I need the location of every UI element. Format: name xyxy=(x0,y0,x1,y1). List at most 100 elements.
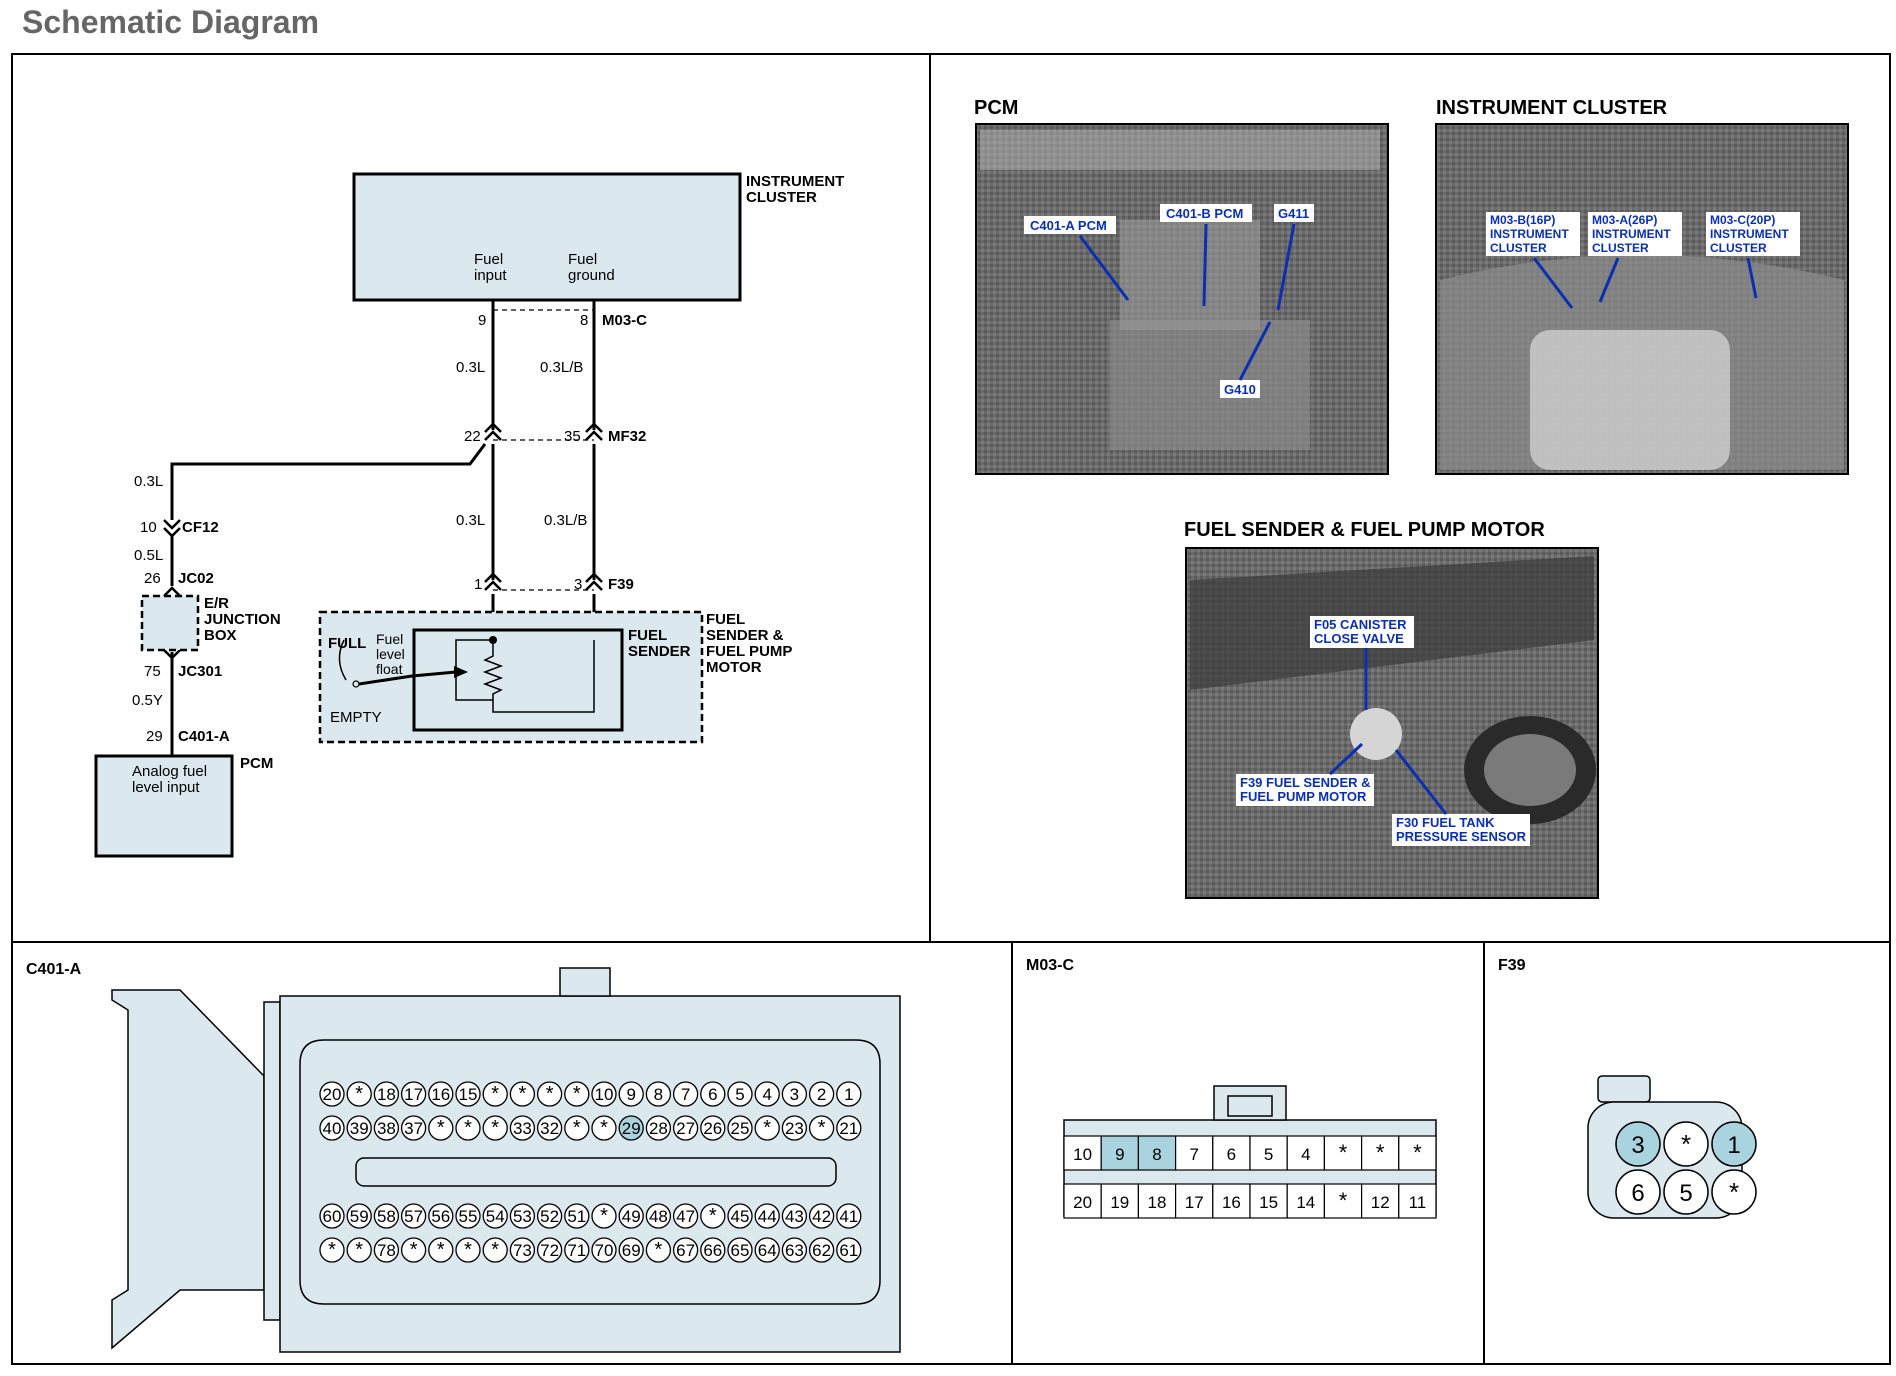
c401a-pin-label: 73 xyxy=(513,1241,532,1260)
c401a-pin-3-10 xyxy=(591,1237,617,1263)
wire-left-3: 0.5Y xyxy=(132,692,163,709)
m03c-pin-8: 8 xyxy=(580,312,588,329)
c401a-pin-label: 20 xyxy=(323,1085,342,1104)
m03c-pin-0-2 xyxy=(1137,1135,1177,1171)
c401a-pin-3-0 xyxy=(319,1237,345,1263)
schematic: INSTRUMENT CLUSTER Fuel input Fuel groun… xyxy=(94,172,844,858)
m03c-pin-0-8 xyxy=(1360,1135,1400,1171)
c401a-pin-label: 29 xyxy=(622,1119,641,1138)
c401a-pin-1-9 xyxy=(564,1115,590,1141)
m03c-pin-label: 17 xyxy=(1185,1193,1204,1212)
c401a-pin-label: 18 xyxy=(377,1085,396,1104)
c401a-pin-2-0 xyxy=(319,1203,345,1229)
photo-cluster-tag-2: M03-A(26P) xyxy=(1592,213,1657,227)
photo-sender-tag-3b: PRESSURE SENSOR xyxy=(1396,829,1527,844)
c401a-pin-label: 2 xyxy=(817,1085,826,1104)
c401a-pin-2-17 xyxy=(781,1203,808,1229)
m03c-pin-1-7 xyxy=(1323,1183,1363,1219)
photo-cluster-tag-2b: INSTRUMENT xyxy=(1592,227,1671,241)
f39-connector-label: F39 xyxy=(608,576,634,593)
photo-sender-tag-1b: CLOSE VALVE xyxy=(1314,631,1404,646)
c401a-pin-label: 65 xyxy=(731,1241,750,1260)
c401a-pin-1-3 xyxy=(400,1115,427,1141)
c401a-pin-1-7 xyxy=(509,1115,536,1141)
m03c-pin-0-1 xyxy=(1100,1135,1139,1171)
photo-pcm-tag-4: G410 xyxy=(1224,382,1256,397)
c401a-pin-1-10 xyxy=(591,1115,617,1141)
c401a-pin-3-18 xyxy=(808,1237,835,1263)
c401a-pin-2-14 xyxy=(700,1203,726,1229)
f39-pin-0-0 xyxy=(1615,1121,1661,1167)
c401a-pin-1-4 xyxy=(428,1115,454,1141)
c401a-pin-1-18 xyxy=(808,1115,835,1141)
f39-pin-label: 1 xyxy=(1727,1132,1740,1159)
c401a-pin-label: 41 xyxy=(839,1207,858,1226)
c401a-pin-1-19 xyxy=(836,1115,862,1141)
instrument-cluster-title-2: CLUSTER xyxy=(746,189,817,206)
m03c-pin-label: 15 xyxy=(1259,1193,1278,1212)
c401a-pin-label: * xyxy=(573,1083,581,1105)
m03c-pin-label: 9 xyxy=(1115,1145,1124,1164)
float-label-2: level xyxy=(376,646,405,662)
photo-sender-tag-2: F39 FUEL SENDER & xyxy=(1240,775,1371,790)
photo-fuel-sender: FUEL SENDER & FUEL PUMP MOTOR F05 CANIST… xyxy=(1184,519,1599,899)
wire-mid-right: 0.3L/B xyxy=(544,512,587,529)
c401a-pin-2-11 xyxy=(618,1203,644,1229)
m03c-pin-9: 9 xyxy=(478,312,486,329)
c401a-pin-2-7 xyxy=(509,1203,536,1229)
c401a-pin-label: * xyxy=(655,1239,663,1261)
float-label-3: float xyxy=(376,661,403,677)
f39-pin-0-2 xyxy=(1711,1121,1757,1167)
c401a-pin-3-1 xyxy=(346,1237,372,1263)
c401a-pin-label: 48 xyxy=(649,1207,668,1226)
c401-label: C401-A xyxy=(178,728,230,745)
photo-sender-tag-3: F30 FUEL TANK xyxy=(1396,815,1495,830)
c401a-pin-label: 3 xyxy=(790,1085,799,1104)
m03c-pin-label: * xyxy=(1339,1140,1348,1165)
m03c-pin-label: 10 xyxy=(1073,1145,1092,1164)
c401a-pin-2-4 xyxy=(428,1203,454,1229)
c401a-pin-0-11 xyxy=(618,1081,644,1107)
m03c-pin-0-7 xyxy=(1323,1135,1363,1171)
c401a-pin-label: 23 xyxy=(785,1119,804,1138)
m03c-pin-label: * xyxy=(1376,1140,1385,1165)
c401a-pin-label: 57 xyxy=(404,1207,423,1226)
photo-cluster-tag-2c: CLUSTER xyxy=(1592,241,1649,255)
junction-box-title: E/R xyxy=(204,595,229,612)
photo-cluster-tag-3: M03-C(20P) xyxy=(1710,213,1775,227)
c401a-pin-label: 49 xyxy=(622,1207,641,1226)
c401a-pin-label: 55 xyxy=(459,1207,478,1226)
c401a-pin-2-8 xyxy=(536,1203,563,1229)
c401a-pin-3-8 xyxy=(536,1237,563,1263)
c401a-pin-3-17 xyxy=(781,1237,808,1263)
c401a-pin-1-17 xyxy=(781,1115,808,1141)
c401a-pin-2-3 xyxy=(400,1203,427,1229)
photo-cluster-tag-1: M03-B(16P) xyxy=(1490,213,1555,227)
photo-cluster-tag-3c: CLUSTER xyxy=(1710,241,1767,255)
m03c-pin-0-5 xyxy=(1249,1135,1288,1171)
m03c-title: M03-C xyxy=(1026,957,1074,974)
c401a-pin-0-17 xyxy=(781,1081,808,1107)
c401a-pin-label: 69 xyxy=(622,1241,641,1260)
photo-cluster-tag-3b: INSTRUMENT xyxy=(1710,227,1789,241)
cf12-pin: 10 xyxy=(140,519,157,536)
f39-pin-label: * xyxy=(1681,1129,1691,1159)
photo-cluster: INSTRUMENT CLUSTER M03-B(16P) INSTRUMENT… xyxy=(1435,97,1849,475)
c401a-pin-label: 27 xyxy=(676,1119,695,1138)
c401a-pin-label: 51 xyxy=(567,1207,586,1226)
wire-top-right: 0.3L/B xyxy=(540,359,583,376)
c401a-pin-label: 21 xyxy=(839,1119,858,1138)
c401a-pin-label: * xyxy=(355,1239,363,1261)
c401a-pin-label: 70 xyxy=(595,1241,614,1260)
jc02-label: JC02 xyxy=(178,570,214,587)
m03c-pin-label: 16 xyxy=(1222,1193,1241,1212)
m03c-pin-label: 12 xyxy=(1371,1193,1390,1212)
c401a-pin-0-15 xyxy=(727,1081,753,1107)
c401a-pin-1-5 xyxy=(455,1115,481,1141)
c401a-pin-1-0 xyxy=(319,1115,345,1141)
fuel-sender-title-2: SENDER xyxy=(628,643,691,660)
c401a-pin-2-13 xyxy=(672,1203,699,1229)
fuel-pump-title-3: FUEL PUMP xyxy=(706,643,792,660)
